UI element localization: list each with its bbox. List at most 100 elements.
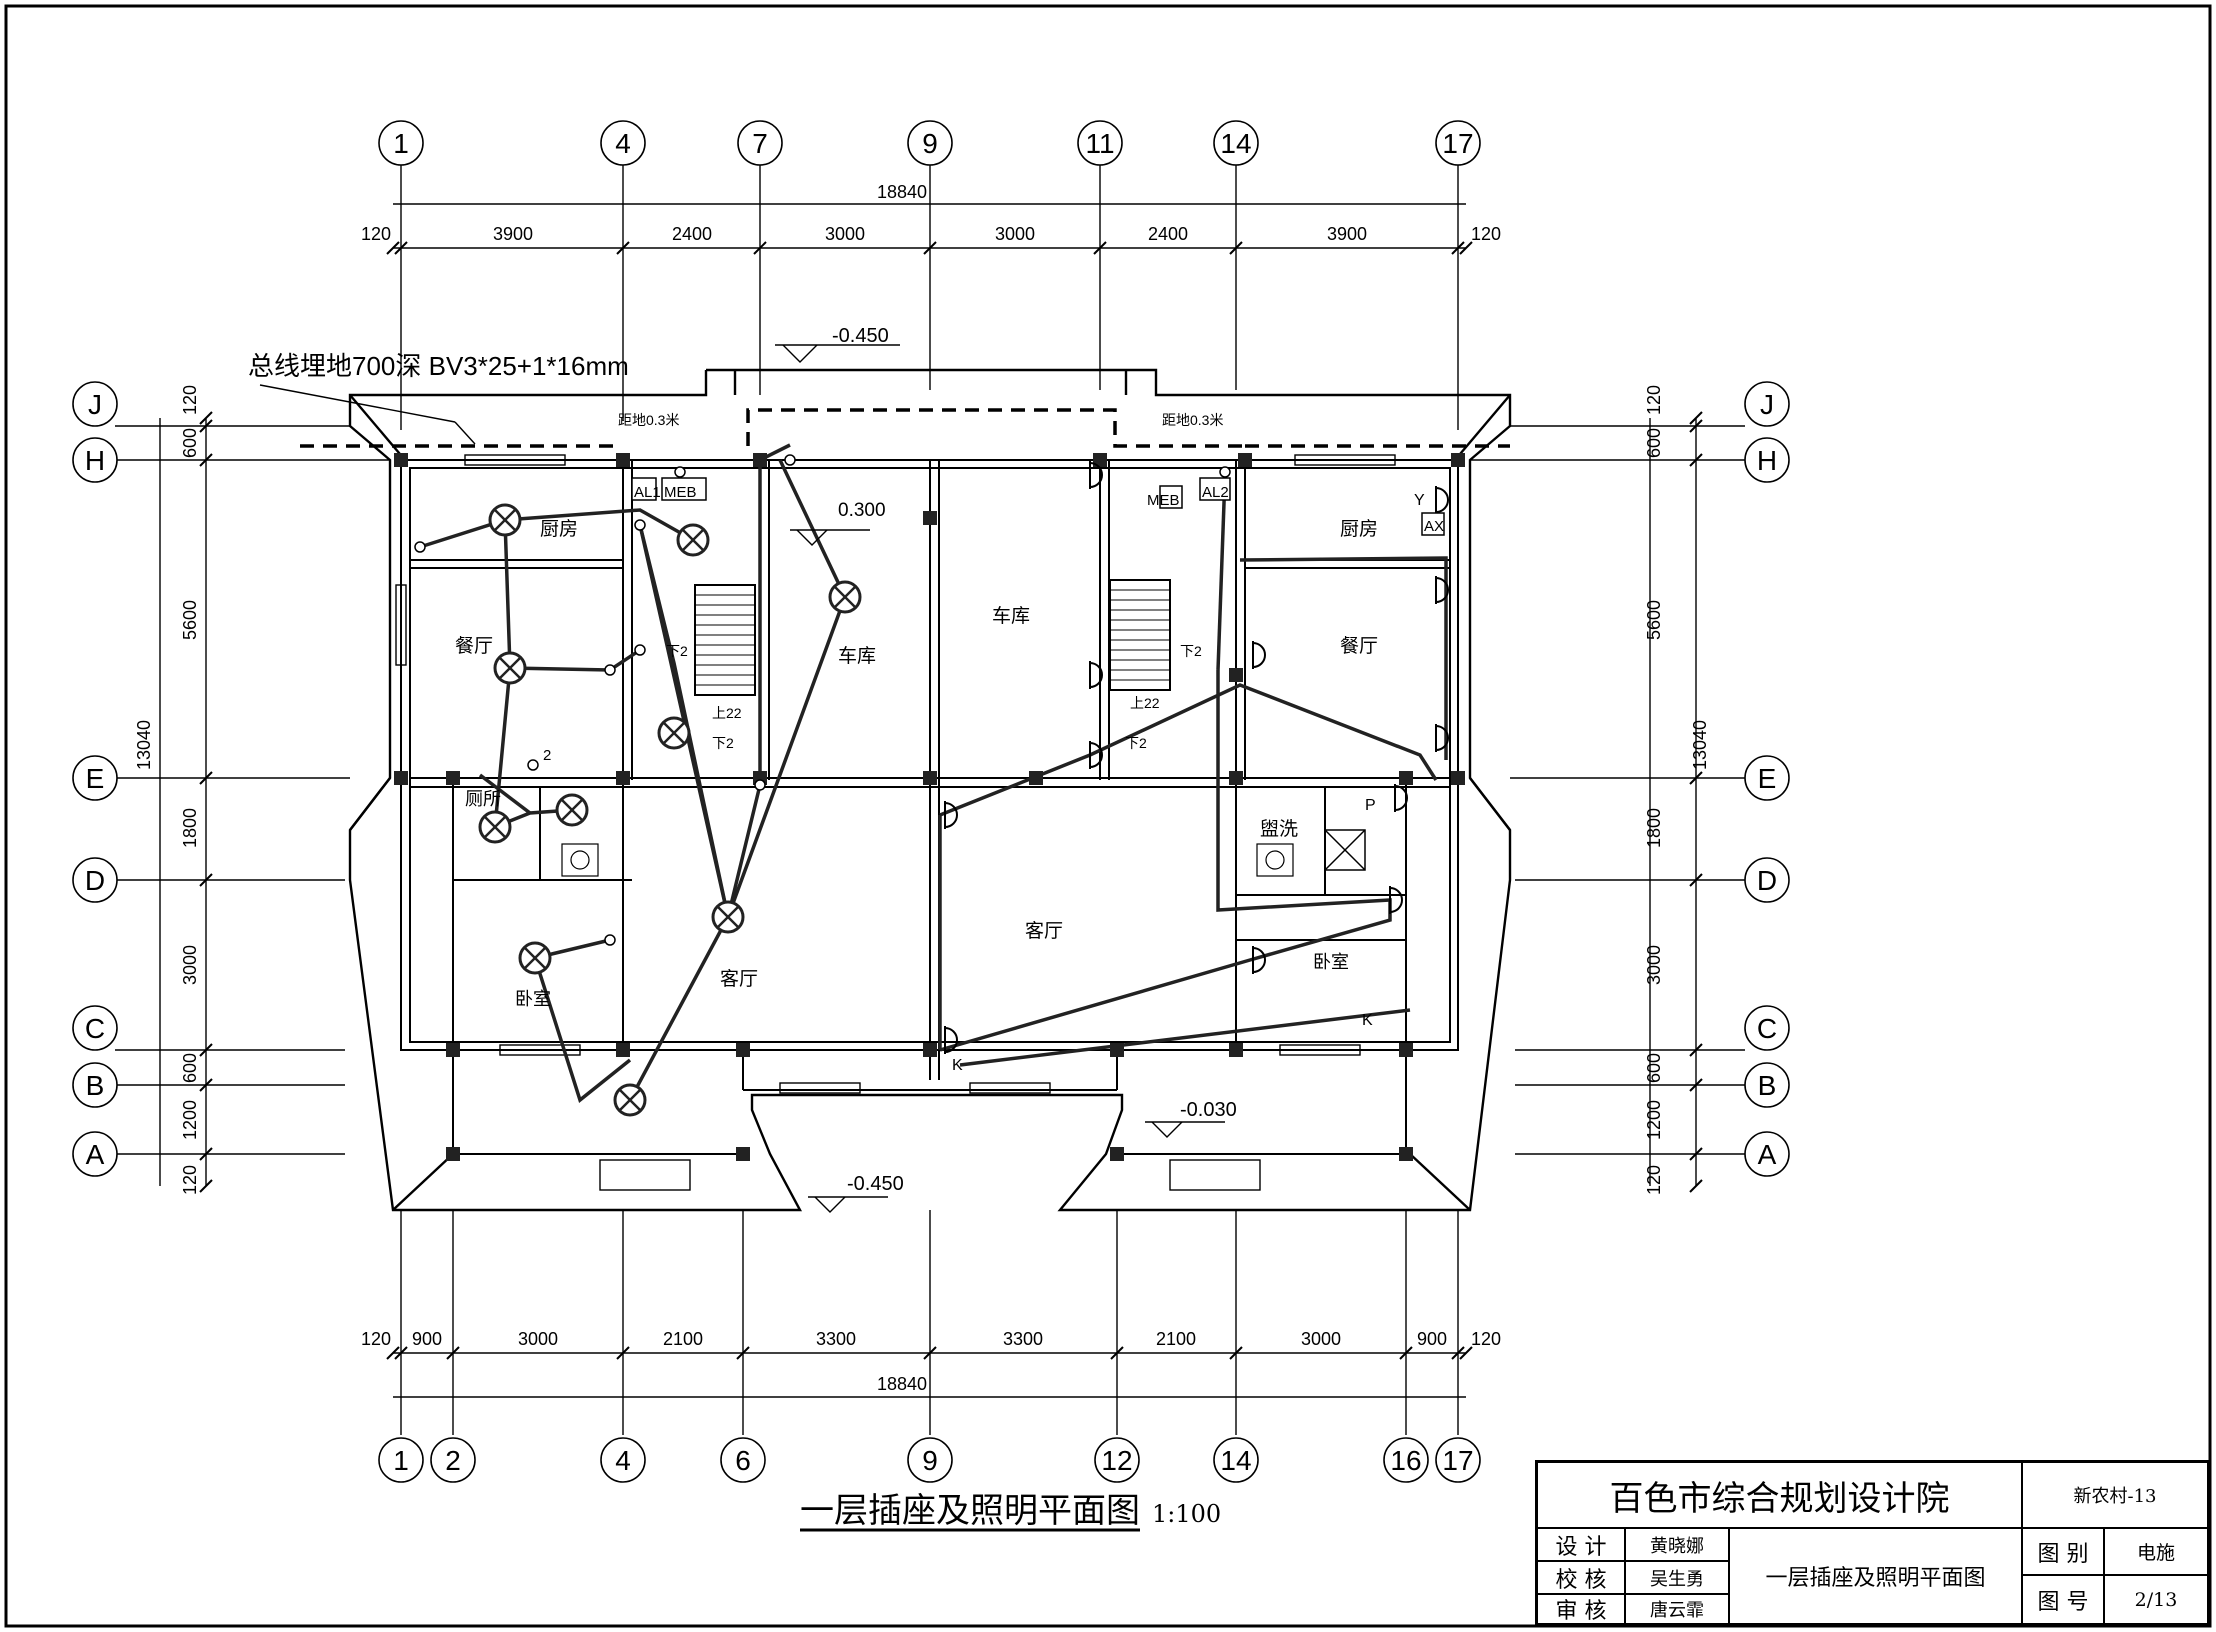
feeder-leader-2 (259, 384, 456, 423)
stair-down-right: 下2 (1180, 643, 1202, 659)
device-label-p: P (1365, 797, 1376, 814)
dim-bottom-total: 18840 (877, 1374, 927, 1394)
axis-bottom-16-label: 16 (1390, 1445, 1421, 1476)
axis-right-E: E (1744, 755, 1790, 801)
axis-top-4: 4 (600, 120, 646, 166)
axis-top-9: 9 (907, 120, 953, 166)
elev-garage: 0.300 (838, 500, 886, 521)
axis-left-J: J (72, 381, 118, 427)
dim-left-7: 120 (180, 1165, 200, 1195)
axis-left-E-label: E (86, 763, 105, 794)
axis-top-11: 11 (1077, 120, 1123, 166)
axis-left-C-label: C (85, 1013, 105, 1044)
room-bedroom-right: 卧室 (1313, 952, 1349, 972)
dim-top-1: 3900 (493, 224, 533, 244)
socket-icon (1089, 461, 1103, 489)
dim-left-4: 3000 (180, 945, 200, 985)
socket-icon (1089, 661, 1103, 689)
axis-left-H: H (72, 437, 118, 483)
dim-top-7: 120 (1471, 224, 1501, 244)
axis-bottom-6-label: 6 (735, 1445, 751, 1476)
room-bedroom-left: 卧室 (515, 989, 551, 1009)
title-block: 百色市综合规划设计院 新农村-13 设 计 黄晓娜 校 核 吴生勇 审 核 唐云… (1535, 1460, 2210, 1626)
axis-left-B: B (72, 1062, 118, 1108)
dim-bottom-5: 3300 (1003, 1329, 1043, 1349)
room-dining-left: 餐厅 (455, 635, 493, 657)
axis-bottom-12-label: 12 (1101, 1445, 1132, 1476)
axis-left-J-label: J (88, 389, 102, 420)
axis-top-11-label: 11 (1085, 128, 1114, 159)
dim-bottom-0: 120 (361, 1329, 391, 1349)
device-label-ax: AX (1424, 518, 1444, 535)
axis-bottom-17-label: 17 (1442, 1445, 1473, 1476)
mount-height-left: 距地0.3米 (618, 412, 679, 428)
dim-right-7: 120 (1644, 1165, 1664, 1195)
dim-bottom-3: 2100 (663, 1329, 703, 1349)
axis-top-17: 17 (1435, 120, 1481, 166)
ceiling-light-icon (555, 793, 589, 827)
stair-down-left: 下2 (666, 643, 688, 659)
socket-icon (944, 801, 958, 829)
axis-right-J: J (1744, 381, 1790, 427)
elevation-markers (775, 344, 1225, 1213)
axis-right-A: A (1744, 1131, 1790, 1177)
switch-icon (754, 779, 766, 791)
landing-down-left: 下2 (712, 735, 734, 751)
room-living-right: 客厅 (1025, 920, 1063, 942)
axis-bottom-14: 14 (1213, 1437, 1259, 1483)
room-dining-right: 餐厅 (1340, 635, 1378, 657)
switch-icon (527, 759, 539, 771)
switch-icon (604, 934, 616, 946)
dim-left-1: 600 (180, 428, 200, 458)
axis-top-17-label: 17 (1442, 128, 1473, 159)
role-design: 设 计 (1538, 1529, 1626, 1562)
role-review: 审 核 (1538, 1595, 1626, 1624)
company-name: 百色市综合规划设计院 (1538, 1463, 2023, 1529)
ceiling-light-icon (478, 810, 512, 844)
drawing-name: 一层插座及照明平面图 (1730, 1529, 2023, 1623)
dim-left-5: 600 (180, 1053, 200, 1083)
dim-right-6: 1200 (1644, 1100, 1664, 1140)
axis-left-D: D (72, 857, 118, 903)
label-type: 图 别 (2023, 1529, 2105, 1576)
socket-icon (1389, 886, 1403, 914)
dim-top-4: 3000 (995, 224, 1035, 244)
exhaust-fan-icon (1324, 829, 1366, 871)
name-design: 黄晓娜 (1626, 1529, 1730, 1562)
axis-bottom-2-label: 2 (445, 1445, 461, 1476)
axis-bottom-9: 9 (907, 1437, 953, 1483)
axis-top-9-label: 9 (922, 128, 938, 159)
landing-down-right: 下2 (1125, 735, 1147, 751)
axis-bottom-9-label: 9 (922, 1445, 938, 1476)
axis-right-B-label: B (1758, 1070, 1777, 1101)
device-label-y: Y (1414, 492, 1425, 509)
value-type: 电施 (2105, 1529, 2207, 1576)
socket-icon (1252, 946, 1266, 974)
axis-bottom-2: 2 (430, 1437, 476, 1483)
wiring-runs (419, 443, 1448, 1103)
socket-icon (1435, 576, 1449, 604)
axis-right-H-label: H (1757, 445, 1777, 476)
axis-right-J-label: J (1760, 389, 1774, 420)
name-check: 吴生勇 (1626, 1562, 1730, 1595)
sink-icon (1256, 843, 1294, 877)
label-drawing-no: 图 号 (2023, 1576, 2105, 1623)
axis-bottom-4-label: 4 (615, 1445, 631, 1476)
dim-top-2: 2400 (672, 224, 712, 244)
switch-icon (674, 466, 686, 478)
ceiling-light-icon (488, 503, 522, 537)
dim-right-4: 3000 (1644, 945, 1664, 985)
axis-bottom-1-label: 1 (393, 1445, 409, 1476)
axis-top-1-label: 1 (393, 128, 409, 159)
socket-icon (1435, 724, 1449, 752)
buried-feeder-line (300, 408, 1510, 448)
dim-bottom-8: 900 (1417, 1329, 1447, 1349)
feeder-leader (454, 421, 476, 445)
switch-icon (784, 454, 796, 466)
switch-icon (634, 519, 646, 531)
axis-bottom-12: 12 (1094, 1437, 1140, 1483)
switch-icon (634, 644, 646, 656)
project-code: 新农村-13 (2023, 1463, 2207, 1529)
